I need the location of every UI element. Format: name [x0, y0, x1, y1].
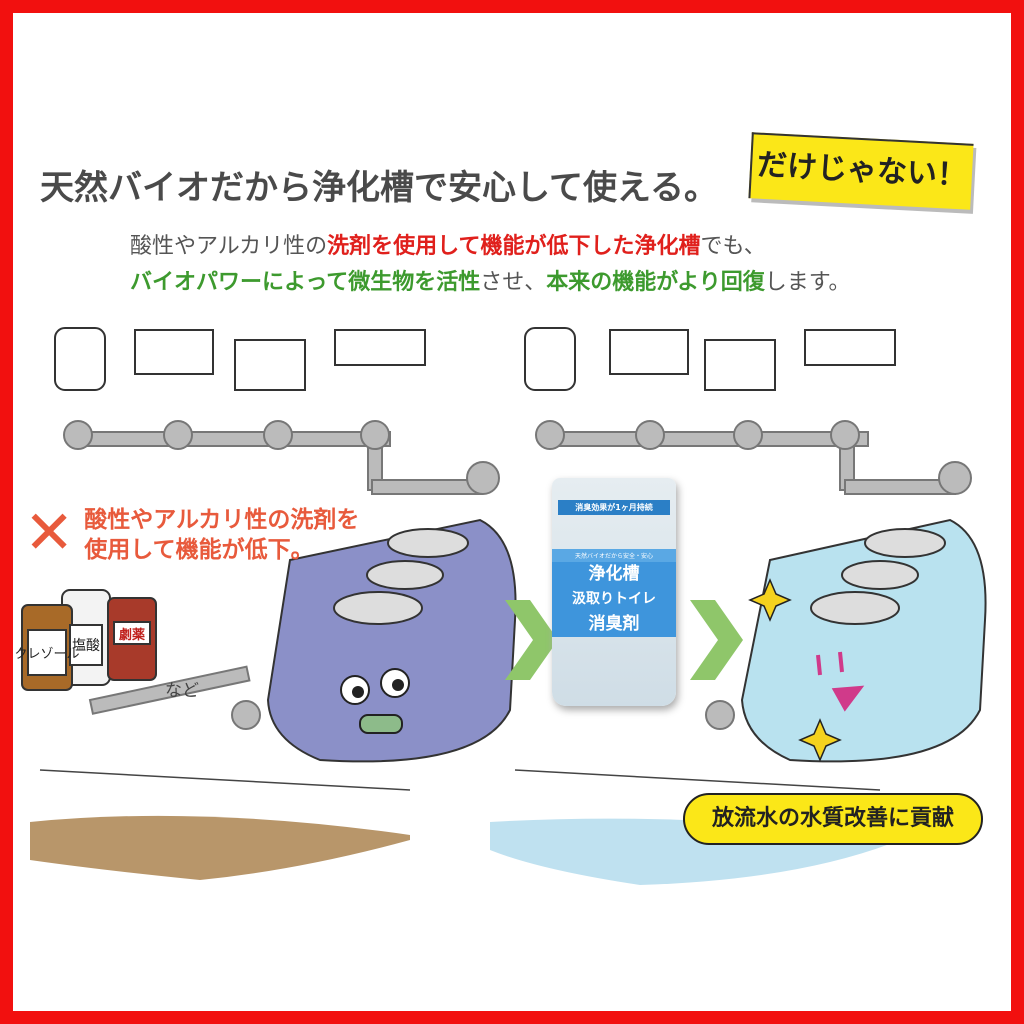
badge-text: だけじゃない！: [756, 147, 968, 194]
headline: 天然バイオだから浄化槽で安心して使える。: [40, 168, 718, 208]
line2-part-a: バイオパワーによって微生物を活性: [130, 270, 481, 295]
line1-part-c: でも、: [700, 234, 766, 259]
chemical-bottles: [21, 589, 157, 691]
sad-face: [340, 668, 410, 734]
right-plumbing: [535, 420, 972, 730]
line1-part-b: 洗剤を使用して機能が低下した浄化槽: [327, 234, 701, 259]
damaged-tank: [266, 518, 517, 763]
arrow-chevrons: [505, 600, 743, 680]
line2-part-c: 本来の機能がより回復: [546, 270, 765, 295]
bottle-label-cresol: クレゾール: [14, 647, 79, 662]
warning-line-1: 酸性やアルカリ性の洗剤を: [84, 507, 360, 533]
product-tag: 消臭効果が1ヶ月持続: [558, 500, 670, 515]
sparkle-icons: [748, 578, 842, 762]
result-bubble: 放流水の水質改善に貢献: [683, 793, 983, 845]
line1-part-a: 酸性やアルカリ性の: [130, 234, 328, 259]
description-line-2: バイオパワーによって微生物を活性させ、本来の機能がより回復します。: [130, 264, 851, 296]
left-plumbing: [63, 420, 500, 730]
etc-label: など: [165, 681, 199, 701]
warning-note: ✕ 酸性やアルカリ性の洗剤を使用して機能が低下。: [24, 498, 360, 568]
warning-line-2: 使用して機能が低下。: [84, 537, 314, 563]
line2-part-d: します。: [764, 270, 851, 295]
product-band: 天然バイオだから安全・安心: [552, 549, 676, 562]
product-name-1: 浄化槽: [552, 562, 676, 587]
product-name-3: 消臭剤: [552, 612, 676, 637]
fixtures: [54, 327, 896, 391]
product-package: 消臭効果が1ヶ月持続 天然バイオだから安全・安心 浄化槽 汲取りトイレ 消臭剤: [552, 478, 676, 706]
cross-icon: ✕: [24, 498, 75, 568]
product-name-2: 汲取りトイレ: [552, 587, 676, 612]
line2-part-b: させ、: [480, 270, 547, 295]
muddy-water: [30, 815, 410, 880]
highlight-badge: だけじゃない！: [748, 132, 974, 210]
bottle-label-hydrochloric: 塩酸: [72, 638, 100, 654]
bottle-label-poison: 劇薬: [119, 627, 146, 643]
healthy-tank: [740, 518, 987, 763]
description-line-1: 酸性やアルカリ性の洗剤を使用して機能が低下した浄化槽でも、: [130, 228, 766, 260]
happy-face: [816, 651, 865, 712]
